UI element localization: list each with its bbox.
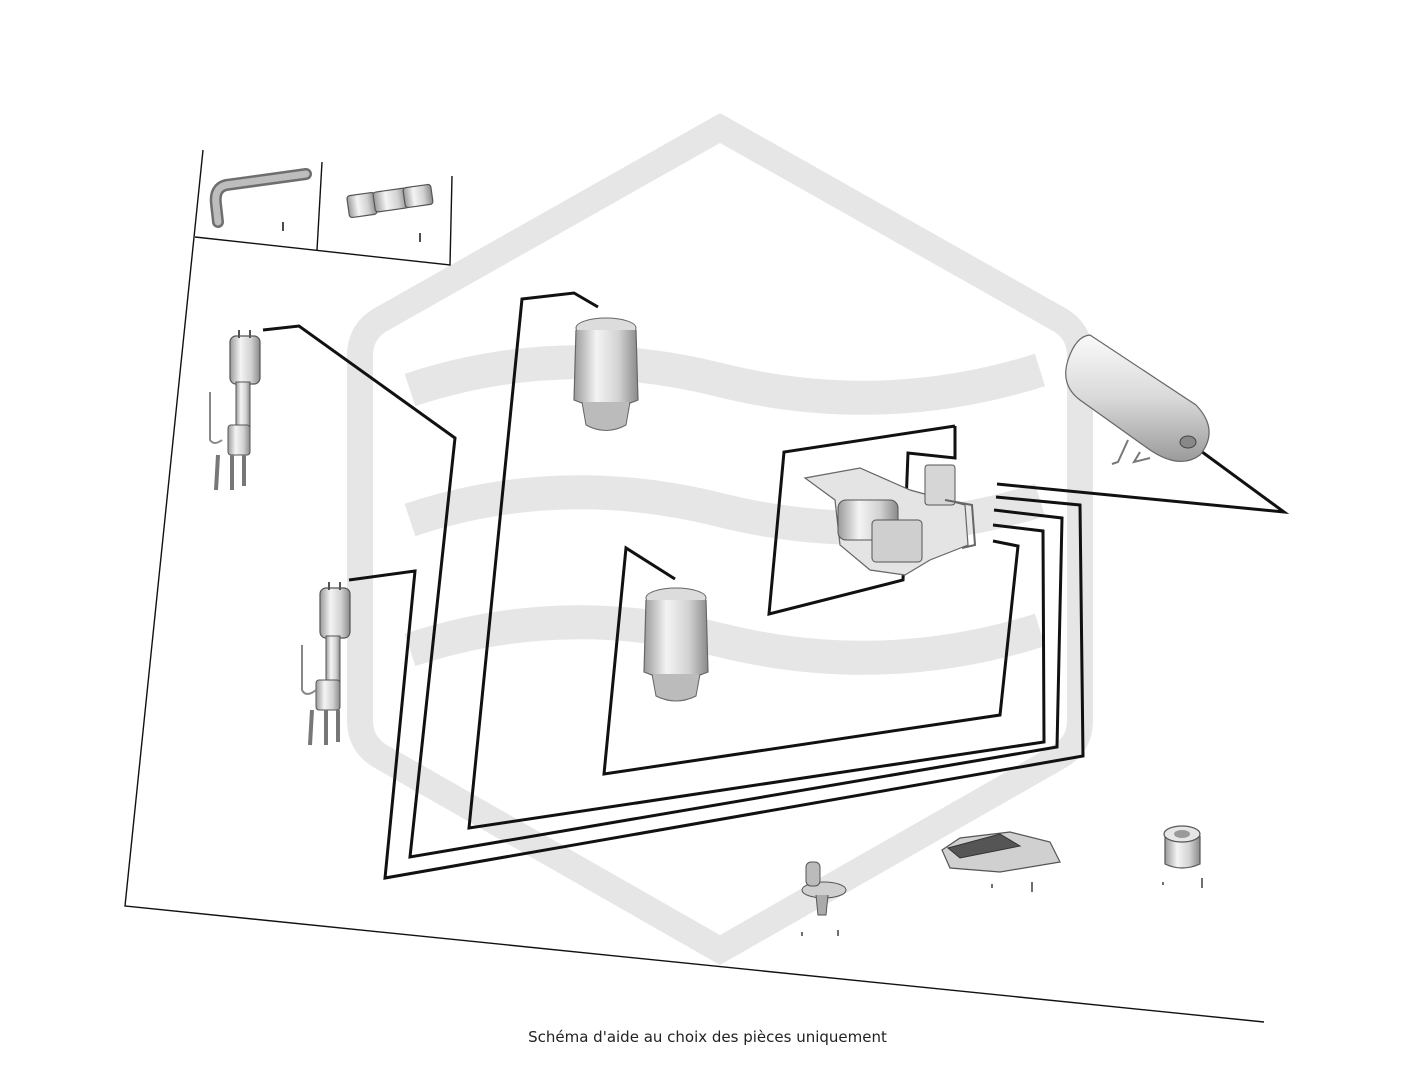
compressor-unit[interactable]: [803, 464, 977, 576]
rear-air-spring-upper[interactable]: [573, 317, 639, 431]
diagram-caption: Schéma d'aide au choix des pièces unique…: [528, 1028, 887, 1046]
front-strut-right[interactable]: [301, 582, 351, 746]
rear-air-spring-lower[interactable]: [643, 587, 709, 702]
clip-fastener[interactable]: [801, 861, 847, 936]
assembly-frame: [124, 149, 1265, 1023]
rubber-bushing[interactable]: [1162, 825, 1203, 888]
front-strut-left[interactable]: [209, 330, 261, 491]
socket-adapter[interactable]: [346, 183, 434, 242]
hex-key[interactable]: [209, 168, 312, 231]
air-reservoir[interactable]: [1065, 334, 1210, 465]
bracket-plate[interactable]: [941, 831, 1061, 892]
pneumatic-lines: [262, 291, 1290, 880]
